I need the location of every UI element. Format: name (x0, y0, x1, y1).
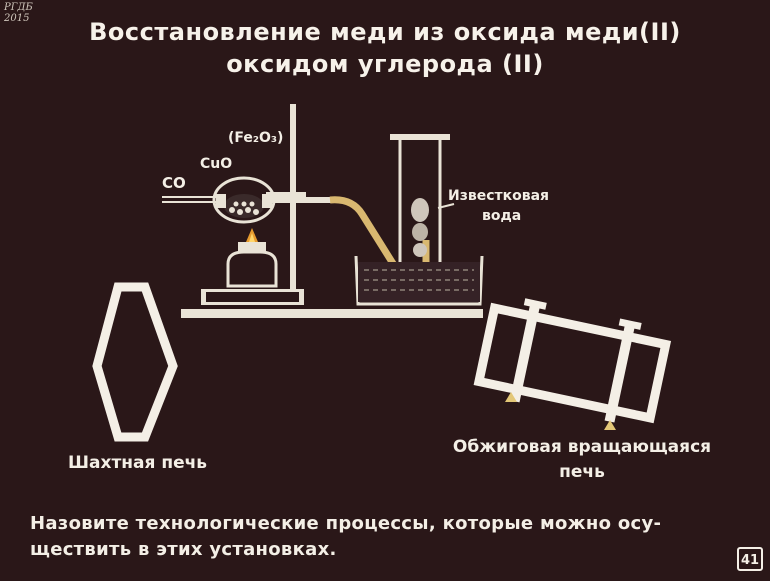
shaft-furnace (92, 282, 178, 442)
slide-title-line-1: Восстановление меди из оксида меди(II) (89, 18, 681, 46)
slide-title-line-2: оксидом углерода (II) (226, 50, 544, 78)
bench (181, 309, 483, 318)
kiln-support-left (505, 392, 517, 402)
label-fe2o3: (Fe₂O₃) (228, 130, 284, 146)
kiln-support-right (604, 420, 616, 430)
label-limewater-line-1: Известковая (448, 188, 550, 204)
question-line-2: ществить в этих установках. (30, 539, 337, 560)
spirit-lamp (226, 228, 278, 288)
page-number: 41 (737, 547, 763, 571)
limewater-bath (354, 255, 484, 306)
question-line-1: Назовите технологические процессы, котор… (30, 513, 662, 534)
test-cylinder (390, 134, 450, 277)
clamp-arm (266, 192, 306, 198)
label-limewater-line-2: вода (482, 208, 522, 224)
label-rotary-kiln-line-2: печь (559, 462, 605, 482)
watermark: РГДБ 2015 (4, 2, 33, 24)
reaction-tube (212, 176, 276, 224)
label-rotary-kiln-line-1: Обжиговая вращающаяся (452, 437, 712, 457)
label-shaft-furnace: Шахтная печь (68, 453, 208, 473)
watermark-line-2: 2015 (4, 13, 30, 24)
watermark-line-1: РГДБ (4, 2, 33, 13)
rotary-kiln (473, 298, 672, 424)
limewater-pointer (437, 203, 455, 209)
label-cuo: CuO (200, 156, 233, 172)
question-text: Назовите технологические процессы, котор… (30, 511, 730, 563)
label-co: CO (162, 174, 186, 192)
